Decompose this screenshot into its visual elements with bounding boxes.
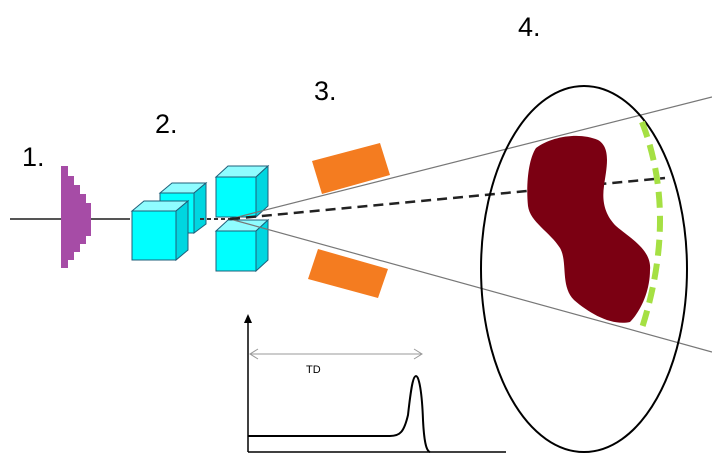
cube-cluster (130, 164, 270, 273)
beam-fan (200, 96, 712, 353)
step-3-label: 3. (314, 76, 337, 106)
beam-lower-line (229, 218, 712, 353)
cube-front-left (130, 199, 190, 262)
signal-trace (248, 374, 431, 453)
td-plot: TD (244, 314, 506, 453)
beam-center-dashed-line (229, 176, 666, 221)
step-4-label: 4. (518, 12, 541, 42)
beam-pulse (61, 166, 91, 268)
deflector-plate-bottom (308, 249, 388, 298)
beam-upper-line (229, 96, 712, 220)
step-1-label: 1. (22, 142, 45, 172)
td-arrow-right-head (413, 348, 423, 360)
target-blob (527, 135, 651, 323)
range-arc (639, 120, 663, 329)
cube-bottom-right (214, 218, 270, 273)
cube-top-right (214, 164, 270, 219)
target-ellipse (480, 85, 688, 453)
td-label: TD (306, 364, 321, 376)
plot-y-arrowhead (244, 314, 252, 323)
deflector-plate-top (312, 143, 390, 194)
td-arrow-left-head (249, 348, 259, 360)
step-2-label: 2. (155, 109, 178, 139)
